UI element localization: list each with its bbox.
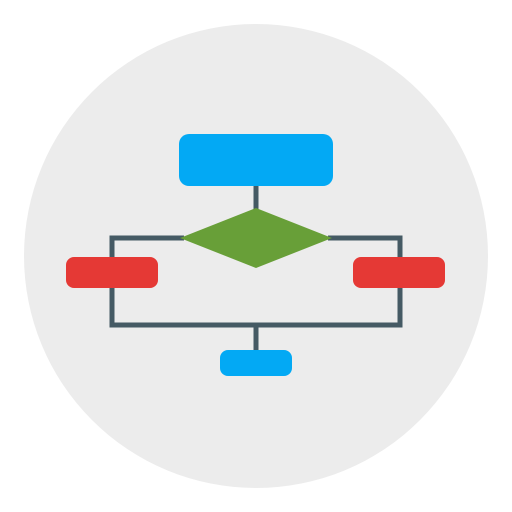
decision-diamond (180, 208, 332, 268)
start-node (179, 134, 333, 186)
left-process-node (66, 257, 158, 288)
end-node (220, 350, 292, 376)
right-process-node (353, 257, 445, 288)
